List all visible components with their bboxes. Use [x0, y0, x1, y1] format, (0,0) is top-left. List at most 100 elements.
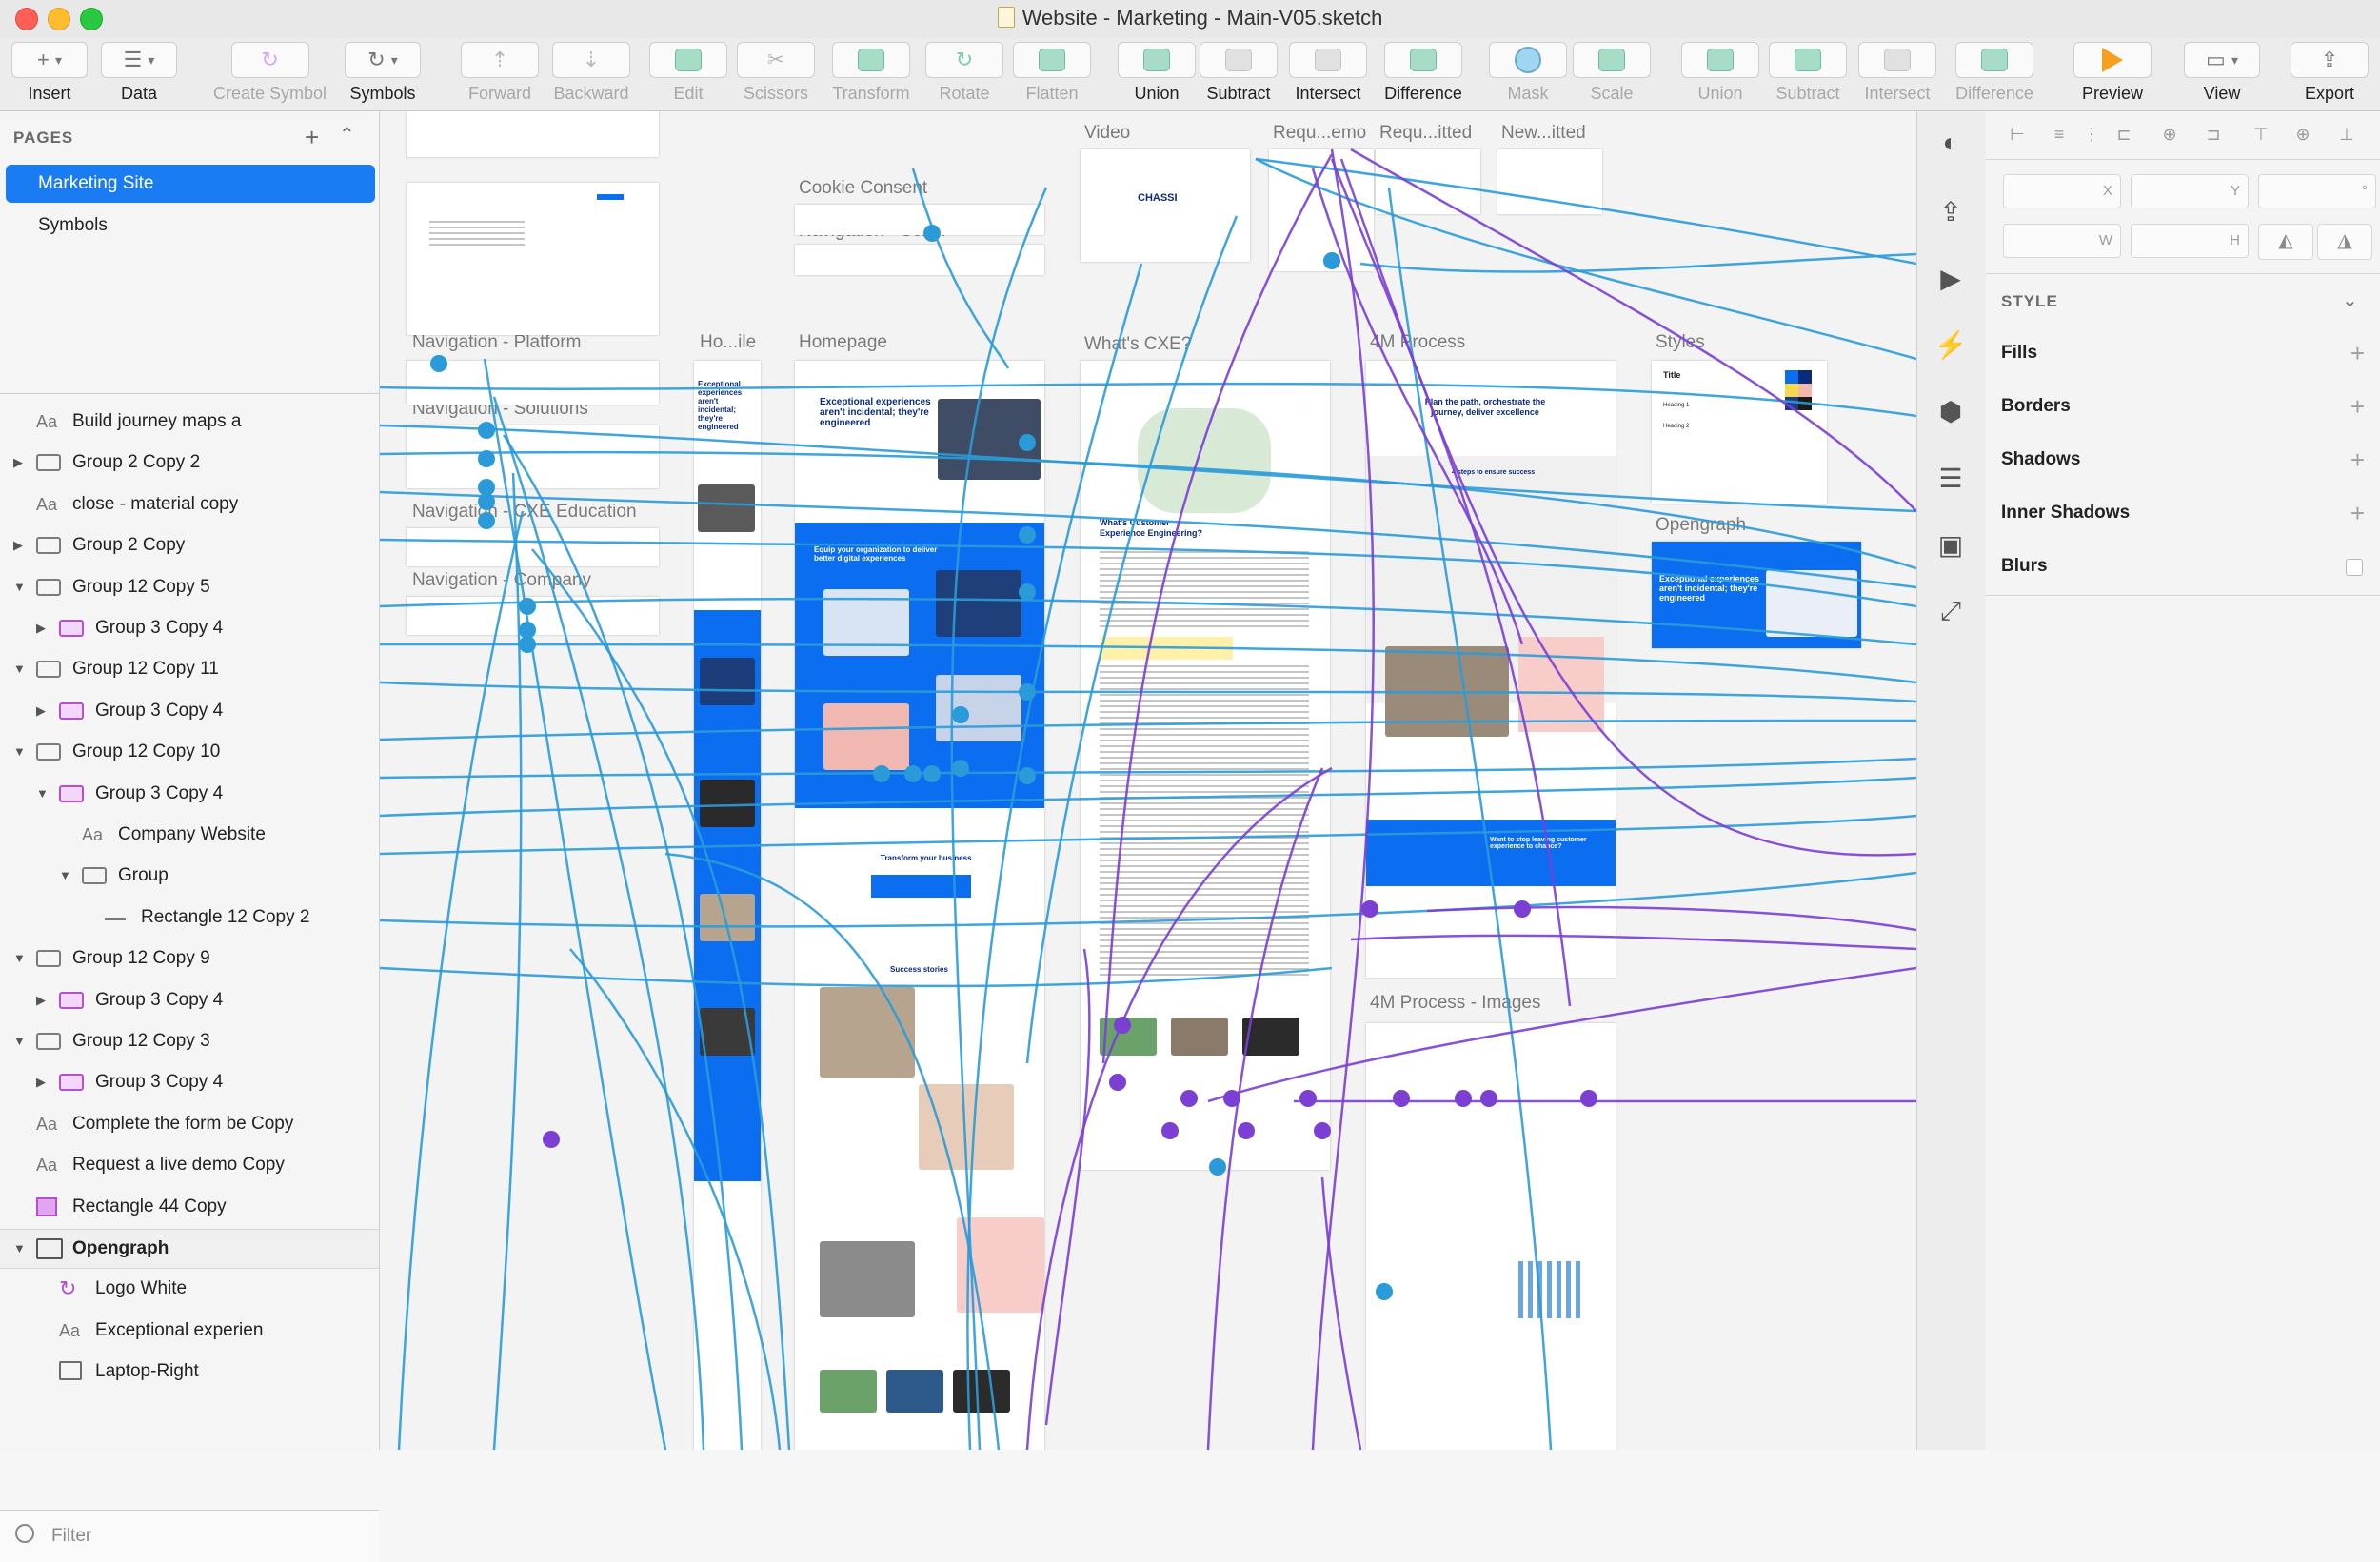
subtract-button[interactable]: Subtract [1200, 42, 1278, 104]
artboard-title[interactable]: Cookie Consent [799, 178, 928, 198]
page-item-symbols[interactable]: Symbols [38, 215, 108, 235]
rotate-button[interactable]: ↻Rotate [925, 42, 1003, 104]
align-left-edge-icon[interactable]: ⊏ [2116, 125, 2132, 144]
scale-button[interactable]: Scale [1573, 42, 1651, 104]
layer-row[interactable]: Laptop-Right [0, 1353, 379, 1391]
difference-button-2[interactable]: Difference [1955, 42, 2033, 104]
backward-button[interactable]: ⇣Backward [552, 42, 630, 104]
artboard-whats-cxe[interactable]: What's Customer Experience Engineering? [1081, 361, 1330, 1170]
width-field[interactable]: W [2003, 224, 2121, 258]
minimize-window-button[interactable] [48, 8, 70, 30]
flip-horizontal-icon[interactable]: ◭ [2258, 224, 2313, 260]
export-button[interactable]: ⇪Export [2291, 42, 2369, 104]
intersect-button[interactable]: Intersect [1289, 42, 1367, 104]
layer-row[interactable]: ▼Group 3 Copy 4 [0, 775, 379, 813]
artboard-title[interactable]: Navigation - CXE Education [412, 502, 637, 522]
layer-row[interactable]: ▶Group 3 Copy 4 [0, 1063, 379, 1101]
artboard-4m-process[interactable]: Plan the path, orchestrate the journey, … [1366, 361, 1616, 978]
artboard-title[interactable]: New...itted [1501, 123, 1586, 143]
rotation-field[interactable]: ° [2258, 174, 2376, 208]
disclosure-open-icon[interactable]: ▼ [59, 868, 71, 883]
align-center-icon[interactable]: ⊕ [2162, 125, 2177, 144]
artboard-new-submitted[interactable] [1497, 149, 1602, 214]
disclosure-open-icon[interactable]: ▼ [13, 951, 26, 966]
artboard-title[interactable]: Video [1084, 123, 1131, 143]
artboard-title[interactable]: Navigation - Platform [412, 332, 582, 352]
artboard-title[interactable]: Homepage [799, 332, 887, 352]
blur-checkbox[interactable] [2346, 559, 2363, 576]
list-icon[interactable]: ☰ [1938, 463, 1963, 493]
artboard-title[interactable]: 4M Process [1370, 332, 1466, 352]
subtract-button-2[interactable]: Subtract [1769, 42, 1847, 104]
artboard-title[interactable]: Requ...itted [1379, 123, 1473, 143]
flatten-button[interactable]: Flatten [1013, 42, 1091, 104]
artboard-4m-process-images[interactable] [1366, 1023, 1616, 1450]
align-left-icon[interactable]: ⊢ [2010, 125, 2025, 144]
forward-button[interactable]: ⇡Forward [461, 42, 539, 104]
artboard-title[interactable]: Requ...emo [1273, 123, 1367, 143]
filter-input[interactable] [50, 1520, 358, 1552]
artboard-title[interactable]: 4M Process - Images [1370, 993, 1541, 1013]
preview-button[interactable]: Preview [2073, 42, 2152, 104]
edit-button[interactable]: Edit [649, 42, 727, 104]
artboard-navigation-company[interactable] [407, 597, 659, 635]
distribute-horizontal-icon[interactable]: ≡ [2053, 125, 2065, 144]
artboard-title[interactable]: Opengraph [1656, 515, 1747, 535]
artboard-title[interactable]: Ho...ile [700, 332, 757, 352]
disclosure-open-icon[interactable]: ▼ [13, 744, 26, 760]
artboard-homepage[interactable]: Exceptional experiences aren't incidenta… [795, 361, 1044, 1450]
layer-row[interactable]: Rectangle 44 Copy [0, 1188, 379, 1226]
disclosure-closed-icon[interactable]: ▶ [13, 538, 23, 553]
add-fill-icon[interactable]: + [2350, 339, 2365, 367]
share-icon[interactable]: ⇪ [1939, 196, 1962, 227]
disclosure-open-icon[interactable]: ▼ [13, 579, 26, 594]
collapse-pages-icon[interactable]: ⌃ [339, 125, 355, 146]
height-field[interactable]: H [2131, 224, 2249, 258]
layer-row[interactable]: ▼Group 12 Copy 5 [0, 568, 379, 606]
disclosure-closed-icon[interactable]: ▶ [36, 992, 46, 1007]
union-button-2[interactable]: Union [1681, 42, 1759, 104]
align-right-icon[interactable]: ⊐ [2206, 125, 2221, 144]
artboard-request-submitted[interactable] [1376, 149, 1480, 214]
layer-row[interactable]: ▼Group 12 Copy 11 [0, 650, 379, 688]
artboard-request-demo[interactable] [1269, 149, 1374, 271]
artboard-title[interactable]: Navigation - Company [412, 570, 591, 590]
artboard-cookie-consent[interactable] [795, 205, 1044, 235]
artboard-nav-top[interactable] [407, 111, 659, 157]
layer-row[interactable]: ▼Group 12 Copy 9 [0, 939, 379, 978]
artboard-title[interactable]: What's CXE? [1084, 334, 1192, 354]
artboard-navigation-platform[interactable] [407, 361, 659, 405]
disclosure-closed-icon[interactable]: ▶ [36, 621, 46, 635]
artboard-video[interactable]: CHASSI [1081, 149, 1250, 262]
maximize-window-button[interactable] [80, 8, 103, 30]
layer-row[interactable]: ▶Group 3 Copy 4 [0, 692, 379, 730]
mask-button[interactable]: Mask [1489, 42, 1567, 104]
transform-button[interactable]: Transform [832, 42, 910, 104]
artboard-styles[interactable]: Title Heading 1 Heading 2 [1652, 361, 1827, 504]
disclosure-open-icon[interactable]: ▼ [13, 662, 26, 677]
select-frame-icon[interactable]: ▣ [1937, 529, 1964, 560]
lightning-icon[interactable]: ⚡ [1934, 329, 1968, 360]
more-icon[interactable]: ⋮ [2083, 125, 2100, 144]
y-field[interactable]: Y [2131, 174, 2249, 208]
view-button[interactable]: ▭ ▾View [2184, 42, 2260, 104]
artboard-homepage-mobile[interactable]: Exceptional experiences aren't incidenta… [694, 361, 761, 1450]
flip-vertical-icon[interactable]: ◮ [2317, 224, 2372, 260]
disclosure-open-icon[interactable]: ▼ [13, 1241, 26, 1256]
layer-row[interactable]: Rectangle 12 Copy 2 [0, 899, 379, 937]
add-shadow-icon[interactable]: + [2350, 445, 2365, 474]
disclosure-closed-icon[interactable]: ▶ [36, 702, 46, 718]
layer-row[interactable]: ▼Opengraph [0, 1229, 379, 1269]
hexagon-icon[interactable]: ⬢ [1938, 396, 1963, 426]
layer-row[interactable]: ↻Logo White [0, 1270, 379, 1308]
resize-icon[interactable]: ⤢ [1939, 595, 1962, 625]
artboard-navigation-solutions[interactable] [407, 425, 659, 488]
union-button[interactable]: Union [1118, 42, 1196, 104]
chevron-down-icon[interactable]: ⌄ [2342, 290, 2358, 311]
disclosure-open-icon[interactable]: ▼ [36, 785, 49, 801]
